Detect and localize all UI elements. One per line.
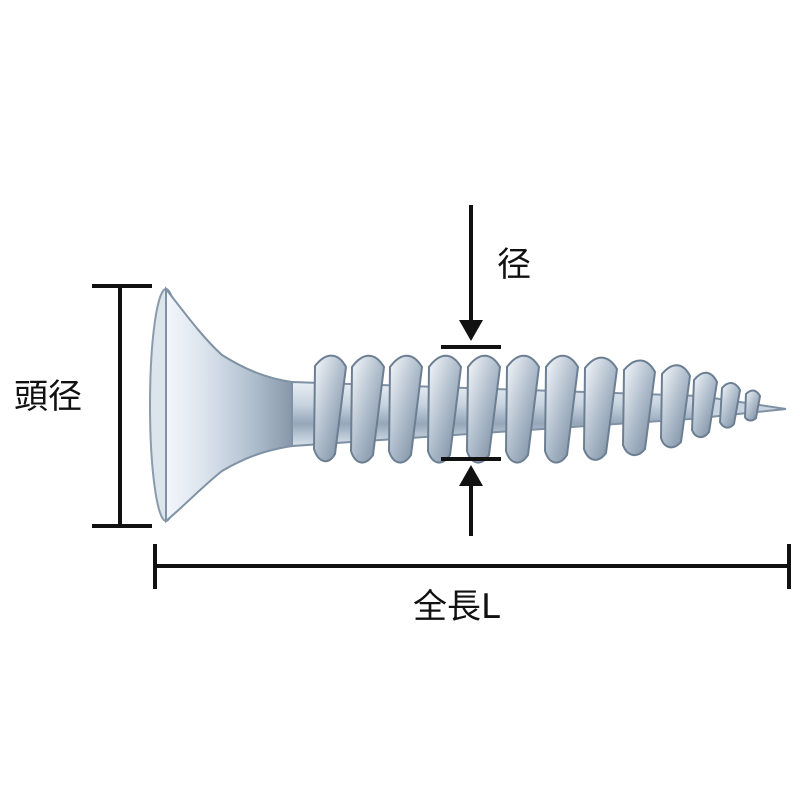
- screw-threads: [312, 354, 762, 464]
- screw-image: [149, 286, 787, 524]
- diameter-label: 径: [497, 245, 531, 285]
- diameter-bottom-arrow-head: [459, 465, 483, 486]
- total-length-dimension: [153, 544, 791, 589]
- head-diameter-label: 頭径: [14, 377, 82, 417]
- head-diameter-dimension: [92, 284, 152, 528]
- diameter-dimension: [441, 205, 501, 536]
- total-length-label: 全長L: [413, 587, 500, 627]
- screw-head: [165, 286, 293, 524]
- diameter-top-arrow-head: [459, 320, 483, 341]
